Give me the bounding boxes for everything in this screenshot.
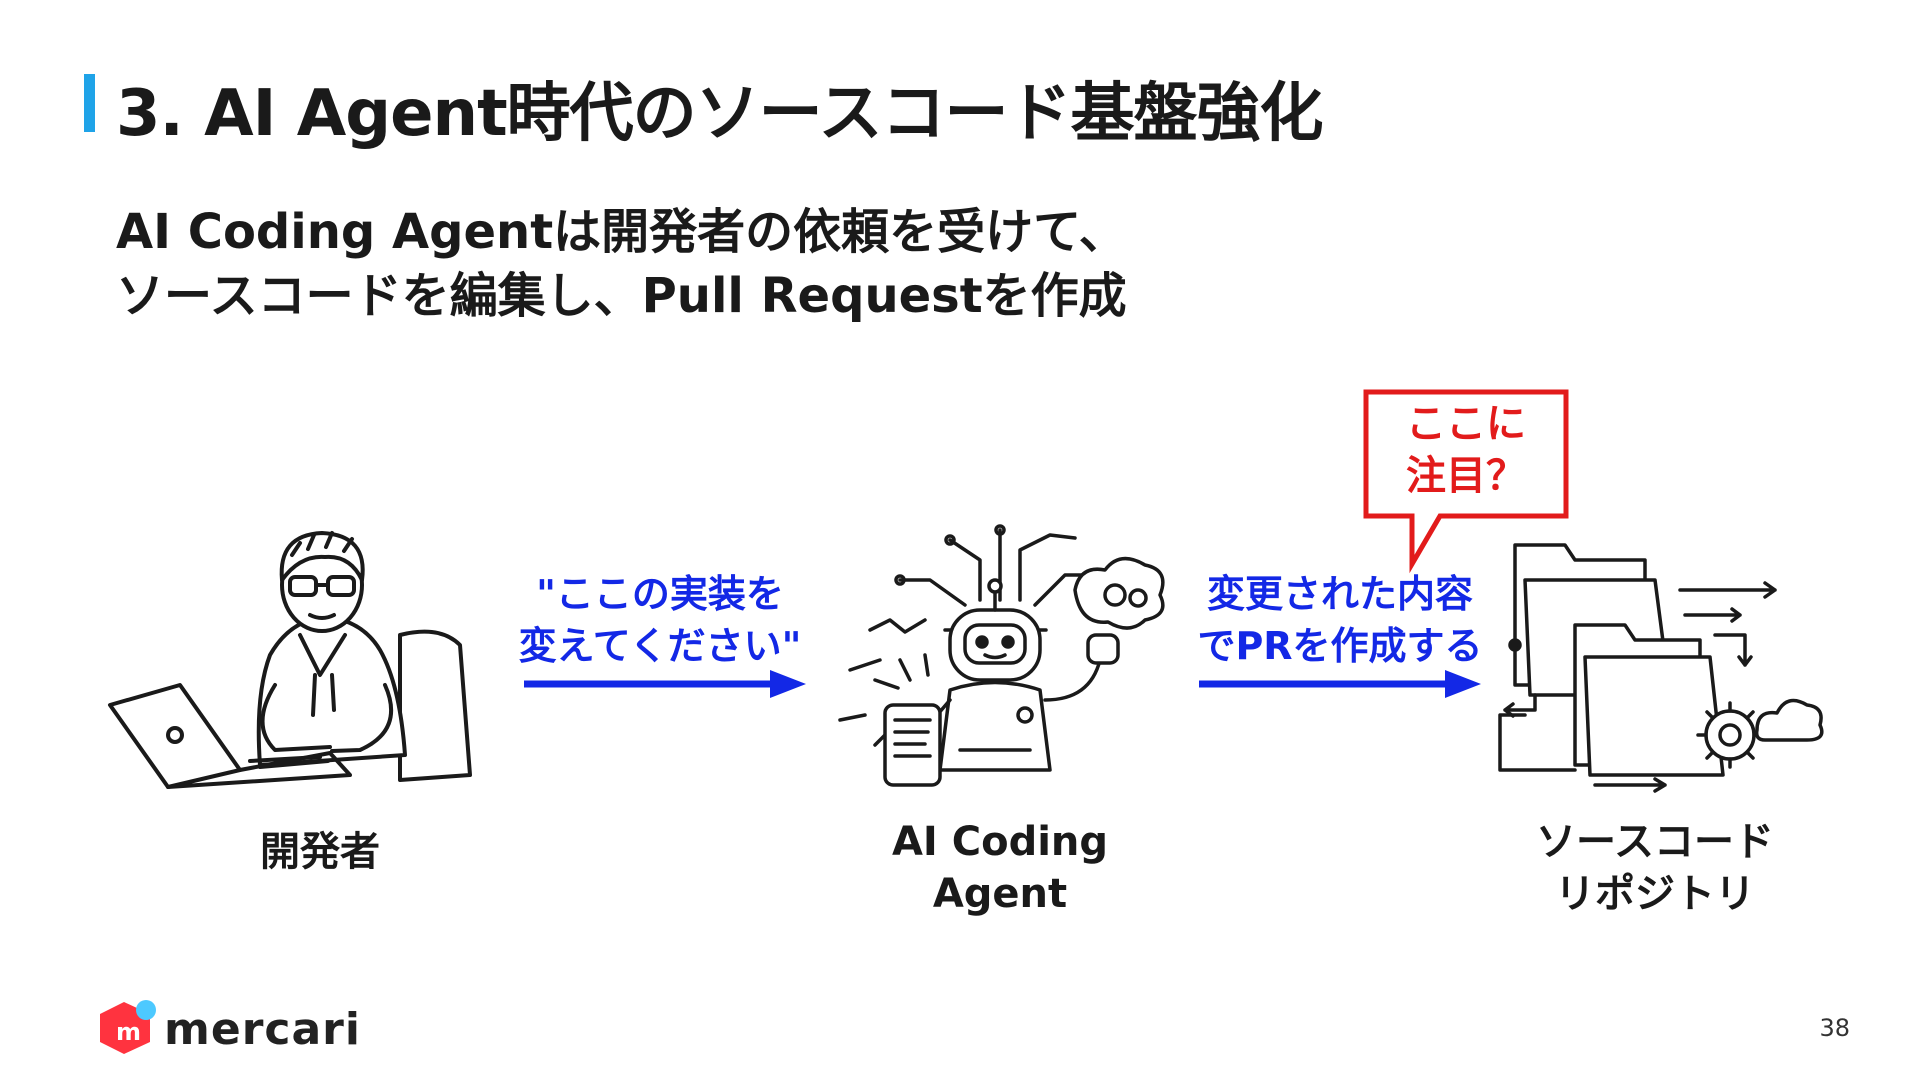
callout-line-1: ここに bbox=[1406, 401, 1526, 447]
node-label-repo-line-2: リポジトリ bbox=[1555, 871, 1755, 917]
title-accent-bar bbox=[84, 74, 95, 132]
edge-label-request: "ここの実装を 変えてください" bbox=[490, 568, 830, 672]
page-title: 3. AI Agent時代のソースコード基盤強化 bbox=[116, 77, 1323, 151]
node-label-agent: AI Coding Agent bbox=[880, 816, 1120, 920]
page-number: 38 bbox=[1819, 1014, 1850, 1042]
callout-bubble bbox=[1363, 389, 1569, 574]
edge-label-create-pr: 変更された内容 でPRを作成する bbox=[1170, 568, 1510, 672]
mercari-logo-icon: m bbox=[100, 1000, 156, 1054]
node-label-developer: 開発者 bbox=[220, 826, 420, 878]
node-label-repo: ソースコード リポジトリ bbox=[1525, 816, 1785, 920]
callout-line-2: 注目？ bbox=[1406, 453, 1526, 499]
edge-label-create-pr-line-1: 変更された内容 bbox=[1206, 572, 1473, 616]
node-label-agent-line-2: Agent bbox=[932, 871, 1068, 917]
repository-folders-icon bbox=[1498, 543, 1824, 793]
node-label-developer-line-1: 開発者 bbox=[260, 829, 380, 875]
slide-subtitle: AI Coding Agentは開発者の依頼を受けて、 ソースコードを編集し、P… bbox=[116, 200, 1127, 328]
mercari-logo-text: mercari bbox=[164, 1004, 361, 1055]
edge-label-create-pr-line-2: でPRを作成する bbox=[1197, 624, 1483, 668]
callout-text: ここに 注目？ bbox=[1366, 398, 1566, 502]
node-label-agent-line-1: AI Coding bbox=[891, 819, 1109, 865]
subtitle-line-2: ソースコードを編集し、Pull Requestを作成 bbox=[116, 268, 1127, 324]
subtitle-line-1: AI Coding Agentは開発者の依頼を受けて、 bbox=[116, 204, 1127, 260]
node-label-repo-line-1: ソースコード bbox=[1536, 819, 1774, 865]
robot-agent-icon bbox=[838, 524, 1165, 787]
edge-label-request-line-1: "ここの実装を bbox=[536, 572, 784, 616]
arrow-agent-to-repo bbox=[1199, 670, 1481, 698]
developer-laptop-icon bbox=[108, 531, 472, 789]
arrow-developer-to-agent bbox=[524, 670, 806, 698]
svg-text:m: m bbox=[116, 1018, 141, 1046]
edge-label-request-line-2: 変えてください" bbox=[518, 624, 802, 668]
